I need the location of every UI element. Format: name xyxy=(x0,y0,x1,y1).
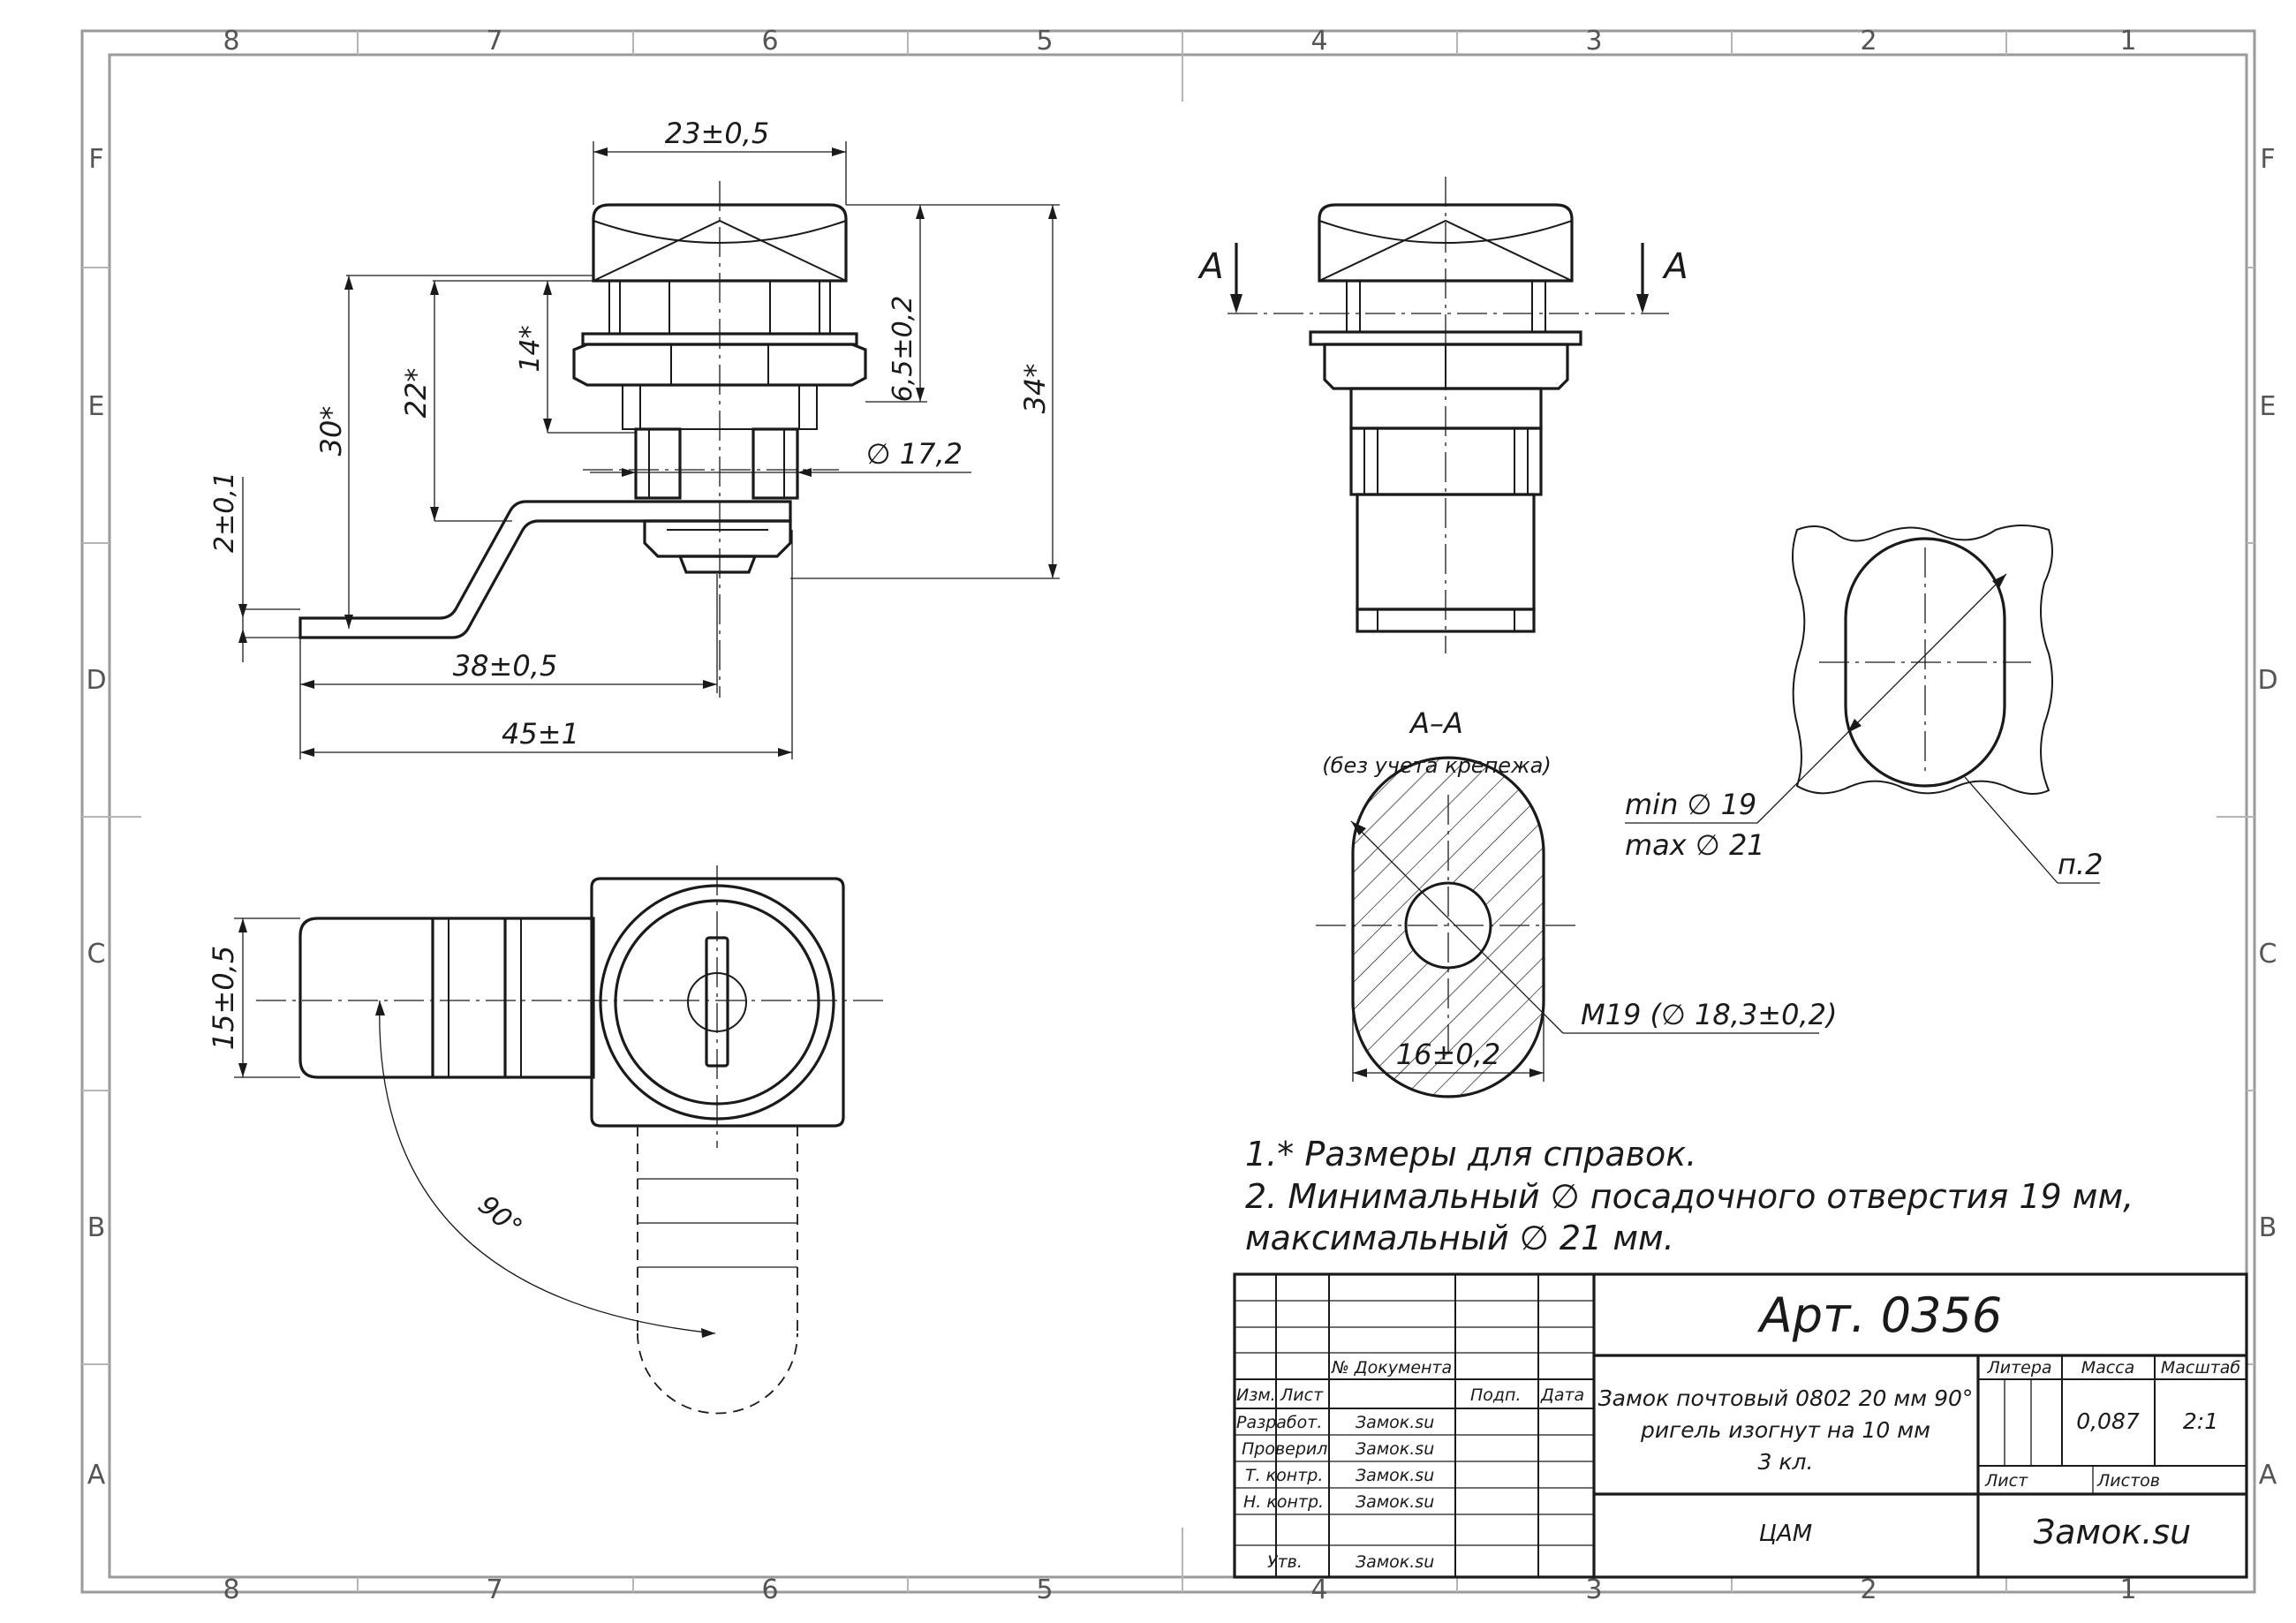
row-label: F xyxy=(88,144,103,175)
cut-label-left: A xyxy=(1197,246,1223,287)
product-name-line: 3 кл. xyxy=(1758,1449,1814,1475)
section-cut-line: A A xyxy=(1197,243,1688,314)
label-list: Лист xyxy=(1280,1385,1324,1405)
col-label: 6 xyxy=(761,26,778,57)
dim-angle: 90° xyxy=(472,1189,527,1243)
row-label: F xyxy=(2260,144,2275,175)
role-label: Н. контр. xyxy=(1243,1492,1324,1512)
label-data: Дата xyxy=(1540,1385,1584,1405)
row-labels-left: F E D C B A xyxy=(86,144,106,1491)
role-label: Т. контр. xyxy=(1245,1466,1323,1485)
dim-14: 14* xyxy=(515,325,546,372)
role-label: Разработ. xyxy=(1236,1413,1322,1432)
col-label: 2 xyxy=(1860,26,1877,57)
side-view xyxy=(1309,177,1582,653)
mounting-hole-view: min ∅ 19 max ∅ 21 п.2 xyxy=(1625,525,2103,884)
label-masshtab: Масштаб xyxy=(2161,1358,2241,1378)
col-label: 4 xyxy=(1310,1574,1327,1605)
row-label: C xyxy=(2259,939,2277,970)
col-label: 7 xyxy=(486,1574,502,1605)
massa-value: 0,087 xyxy=(2076,1408,2140,1434)
dim-30: 30* xyxy=(314,406,348,457)
role-name: Замок.su xyxy=(1356,1439,1434,1459)
cut-label-right: A xyxy=(1661,246,1688,287)
role-name: Замок.su xyxy=(1356,1552,1434,1572)
label-sheets: Листов xyxy=(2096,1471,2160,1491)
dim-max-dia: max ∅ 21 xyxy=(1625,828,1765,862)
company-name: Замок.su xyxy=(2034,1513,2191,1551)
row-label: B xyxy=(2259,1212,2277,1243)
dim-top-width: 23±0,5 xyxy=(665,117,769,150)
role-name: Замок.su xyxy=(1356,1466,1434,1485)
note-line: 2. Минимальный ∅ посадочного отверстия 1… xyxy=(1245,1177,2134,1216)
front-view xyxy=(298,181,867,698)
col-label: 1 xyxy=(2119,26,2136,57)
label-massa: Масса xyxy=(2081,1358,2135,1378)
label-litera: Литера xyxy=(1986,1358,2051,1378)
front-view-dimensions: 23±0,5 30* 22* 14* 6,5±0,2 34* 2±0,1 xyxy=(209,117,1060,759)
col-label: 3 xyxy=(1585,1574,1602,1605)
col-label: 3 xyxy=(1585,26,1602,57)
material: ЦАМ xyxy=(1759,1521,1812,1547)
section-a-a: A–A (без учета крепежа) M19 (∅ 18,3±0,2)… xyxy=(1316,706,1837,1098)
row-label: B xyxy=(87,1212,106,1243)
dim-45: 45±1 xyxy=(502,717,579,751)
row-label: E xyxy=(88,391,105,422)
col-label: 4 xyxy=(1310,26,1327,57)
row-label: C xyxy=(87,939,106,970)
row-label: A xyxy=(2259,1460,2277,1491)
label-item-2: п.2 xyxy=(2058,848,2103,881)
masshtab-value: 2:1 xyxy=(2183,1408,2218,1434)
col-label: 7 xyxy=(486,26,502,57)
label-podp: Подп. xyxy=(1470,1385,1522,1405)
col-label: 8 xyxy=(223,26,239,57)
dim-2: 2±0,1 xyxy=(209,472,240,553)
role-name: Замок.su xyxy=(1356,1413,1434,1432)
label-sheet: Лист xyxy=(1984,1471,2028,1491)
col-label: 2 xyxy=(1860,1574,1877,1605)
title-block: № Документа Изм. Лист Подп. Дата Разрабо… xyxy=(1233,1272,2248,1579)
col-label: 6 xyxy=(761,1574,778,1605)
role-label: Утв. xyxy=(1267,1552,1303,1572)
col-label: 1 xyxy=(2119,1574,2136,1605)
col-label: 5 xyxy=(1036,26,1053,57)
dim-thread: M19 (∅ 18,3±0,2) xyxy=(1581,998,1837,1031)
row-labels-right: F E D C B A xyxy=(2257,144,2277,1491)
product-name-line: Замок почтовый 0802 20 мм 90° xyxy=(1598,1385,1974,1411)
dim-dia-17-2: ∅ 17,2 xyxy=(866,437,963,471)
section-title: A–A xyxy=(1409,706,1463,740)
top-view: 90° 15±0,5 xyxy=(207,865,883,1415)
notes: 1.* Размеры для справок. 2. Минимальный … xyxy=(1245,1135,2134,1257)
dim-15: 15±0,5 xyxy=(207,946,240,1050)
dim-min-dia: min ∅ 19 xyxy=(1625,788,1756,821)
product-name-line: ригель изогнут на 10 мм xyxy=(1640,1417,1930,1443)
column-labels-bottom: 8 7 6 5 4 3 2 1 xyxy=(223,1574,2136,1605)
dim-38: 38±0,5 xyxy=(453,649,557,683)
label-doc-no: № Документа xyxy=(1331,1358,1452,1378)
label-izm: Изм. xyxy=(1236,1385,1276,1405)
article-number: Арт. 0356 xyxy=(1757,1287,2002,1343)
col-label: 8 xyxy=(223,1574,239,1605)
row-label: D xyxy=(86,665,106,696)
role-label: Проверил xyxy=(1242,1439,1327,1459)
note-line: 1.* Размеры для справок. xyxy=(1245,1135,1696,1174)
dim-6-5: 6,5±0,2 xyxy=(887,296,918,403)
dim-34: 34* xyxy=(1018,364,1052,414)
note-line: максимальный ∅ 21 мм. xyxy=(1245,1219,1674,1257)
column-labels-top: 8 7 6 5 4 3 2 1 xyxy=(223,26,2136,57)
role-name: Замок.su xyxy=(1356,1492,1434,1512)
row-label: A xyxy=(87,1460,106,1491)
col-label: 5 xyxy=(1036,1574,1053,1605)
dim-16: 16±0,2 xyxy=(1396,1038,1500,1071)
sheet-frame xyxy=(80,29,2256,1594)
row-label: E xyxy=(2260,391,2277,422)
dim-22: 22* xyxy=(399,368,433,419)
row-label: D xyxy=(2257,665,2277,696)
